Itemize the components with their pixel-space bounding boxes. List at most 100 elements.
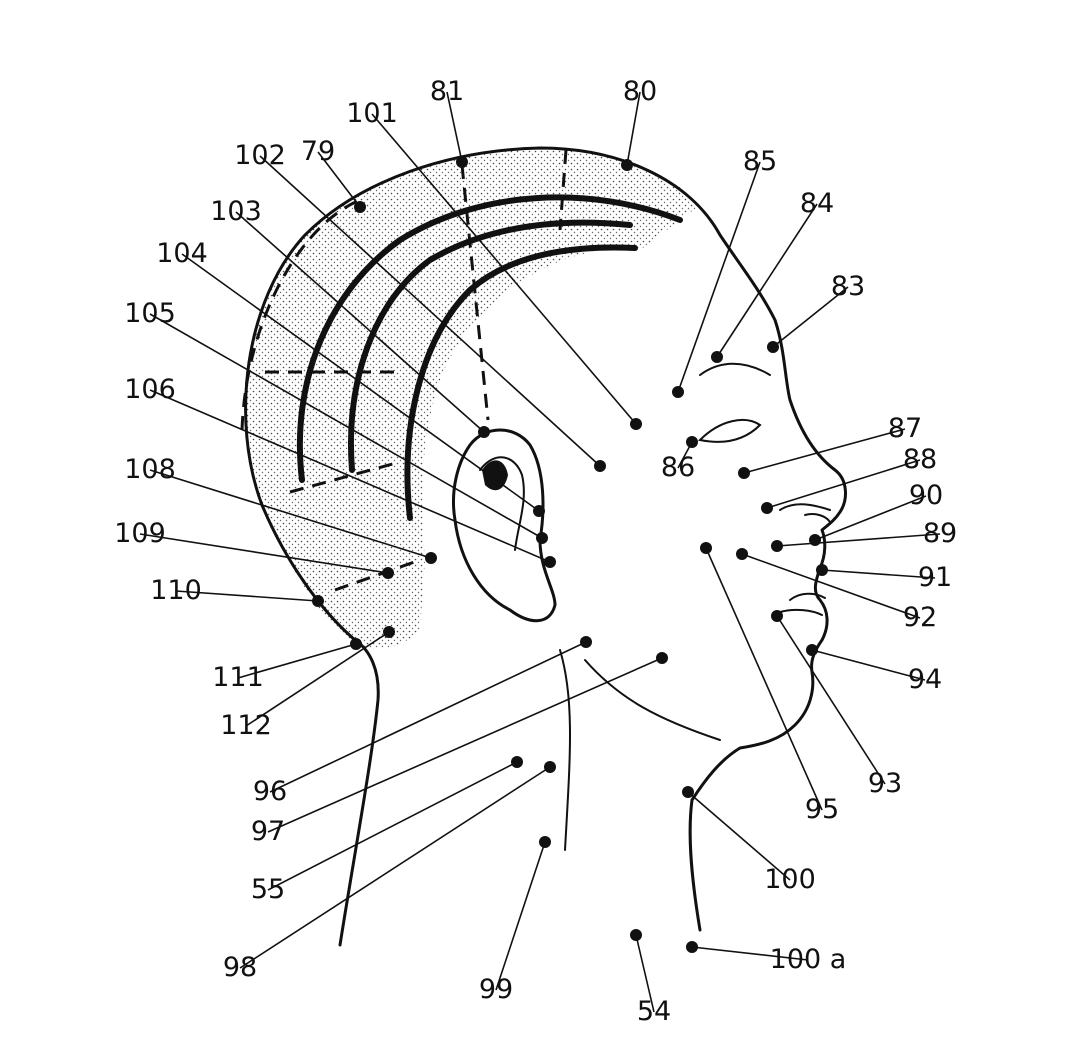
acupoint-label-81: 81 — [430, 76, 464, 107]
acupoint-label-106: 106 — [124, 374, 176, 405]
acupoint-dot-110 — [312, 595, 324, 607]
eyebrow — [699, 362, 771, 376]
acupoint-dot-79 — [354, 201, 366, 213]
meridian-arc-inner — [404, 244, 638, 521]
acupoint-label-108: 108 — [124, 454, 176, 485]
leader-line-102 — [259, 155, 601, 467]
acupoint-label-103: 103 — [210, 196, 262, 227]
leader-line-85 — [677, 161, 761, 393]
acupoint-dot-96 — [580, 636, 592, 648]
acupoint-label-100: 100 — [764, 864, 816, 895]
acupoint-label-91: 91 — [918, 562, 952, 593]
acupoint-dot-87 — [738, 467, 750, 479]
eye — [697, 419, 762, 443]
dashed-line-low — [289, 460, 401, 494]
acupoint-dot-112 — [383, 626, 395, 638]
nostril — [804, 512, 831, 523]
acupoint-label-86: 86 — [661, 452, 695, 483]
acupoint-dot-104 — [533, 505, 545, 517]
acupoint-label-92: 92 — [903, 602, 937, 633]
acupoint-label-94: 94 — [908, 664, 942, 695]
acupoint-label-80: 80 — [623, 76, 657, 107]
acupoint-dot-86 — [686, 436, 698, 448]
acupoint-dot-103 — [478, 426, 490, 438]
leader-line-104 — [181, 253, 540, 512]
leader-line-99 — [495, 841, 546, 991]
acupoint-label-90: 90 — [909, 480, 943, 511]
leader-line-79 — [317, 151, 361, 208]
leader-line-100-a — [691, 946, 809, 961]
leader-line-88 — [766, 459, 921, 509]
acupoint-label-88: 88 — [903, 444, 937, 475]
acupoint-label-95: 95 — [805, 794, 839, 825]
acupoint-label-99: 99 — [479, 974, 513, 1005]
dashed-line-vertical-1 — [460, 164, 490, 421]
acupoint-label-97: 97 — [251, 816, 285, 847]
leader-line-111 — [237, 643, 357, 679]
upper-lip — [789, 592, 826, 601]
leader-line-55 — [267, 761, 518, 891]
acupoint-label-102: 102 — [234, 140, 286, 171]
acupoint-dot-102 — [594, 460, 606, 472]
ear-canal — [482, 460, 508, 491]
acupoint-label-84: 84 — [800, 188, 834, 219]
acupoint-marks: 7980818384858687888990919293949596979899… — [114, 76, 957, 1027]
leader-line-98 — [239, 766, 551, 969]
acupoint-label-112: 112 — [220, 710, 272, 741]
acupoint-label-98: 98 — [223, 952, 257, 983]
acupoint-dot-93 — [771, 610, 783, 622]
acupoint-dot-100 — [682, 786, 694, 798]
acupoint-dot-99 — [539, 836, 551, 848]
leader-line-112 — [245, 631, 390, 727]
leader-line-109 — [139, 533, 389, 574]
acupoint-dot-80 — [621, 159, 633, 171]
leader-line-103 — [235, 211, 485, 433]
leader-line-97 — [267, 657, 663, 833]
acupoint-dot-92 — [736, 548, 748, 560]
acupoint-dot-89 — [771, 540, 783, 552]
leader-line-83 — [772, 286, 849, 348]
acupoint-label-110: 110 — [150, 575, 202, 606]
acupoint-dot-94 — [806, 644, 818, 656]
acupoint-dot-111 — [350, 638, 362, 650]
acupoint-dot-101 — [630, 418, 642, 430]
leader-line-108 — [149, 469, 432, 559]
acupoint-label-79: 79 — [301, 136, 335, 167]
leader-line-84 — [716, 203, 818, 358]
dashed-line-occiput — [334, 558, 421, 592]
leader-line-91 — [821, 569, 936, 579]
acupoint-dot-98 — [544, 761, 556, 773]
acupoint-label-101: 101 — [346, 98, 398, 129]
jaw-line — [584, 659, 721, 741]
leader-line-93 — [776, 615, 886, 785]
acupoint-label-55: 55 — [251, 874, 285, 905]
acupoint-dot-106 — [544, 556, 556, 568]
leader-line-95 — [705, 547, 823, 811]
meridian-arc-outer — [296, 194, 683, 483]
leader-line-106 — [149, 389, 551, 563]
leader-line-89 — [776, 533, 941, 547]
mouth-line — [779, 608, 823, 616]
leader-line-90 — [814, 495, 927, 541]
acupoint-label-104: 104 — [156, 238, 208, 269]
leader-line-100 — [687, 791, 791, 881]
leader-line-105 — [149, 313, 543, 539]
acupoint-dot-105 — [536, 532, 548, 544]
ear — [451, 428, 557, 623]
leader-line-80 — [626, 91, 641, 166]
dashed-line-vertical-2 — [558, 149, 568, 231]
acupoint-dot-100-a — [686, 941, 698, 953]
acupoint-label-83: 83 — [831, 271, 865, 302]
meridian-arc-middle — [348, 219, 633, 473]
acupoint-dot-55 — [511, 756, 523, 768]
acupoint-label-54: 54 — [637, 996, 671, 1027]
acupoint-label-93: 93 — [868, 768, 902, 799]
acupoint-dot-88 — [761, 502, 773, 514]
leader-line-94 — [811, 649, 926, 681]
acupoint-dot-84 — [711, 351, 723, 363]
head-outline — [244, 146, 847, 947]
leader-line-101 — [371, 113, 637, 425]
acupoint-label-89: 89 — [923, 518, 957, 549]
acupoint-label-85: 85 — [743, 146, 777, 177]
